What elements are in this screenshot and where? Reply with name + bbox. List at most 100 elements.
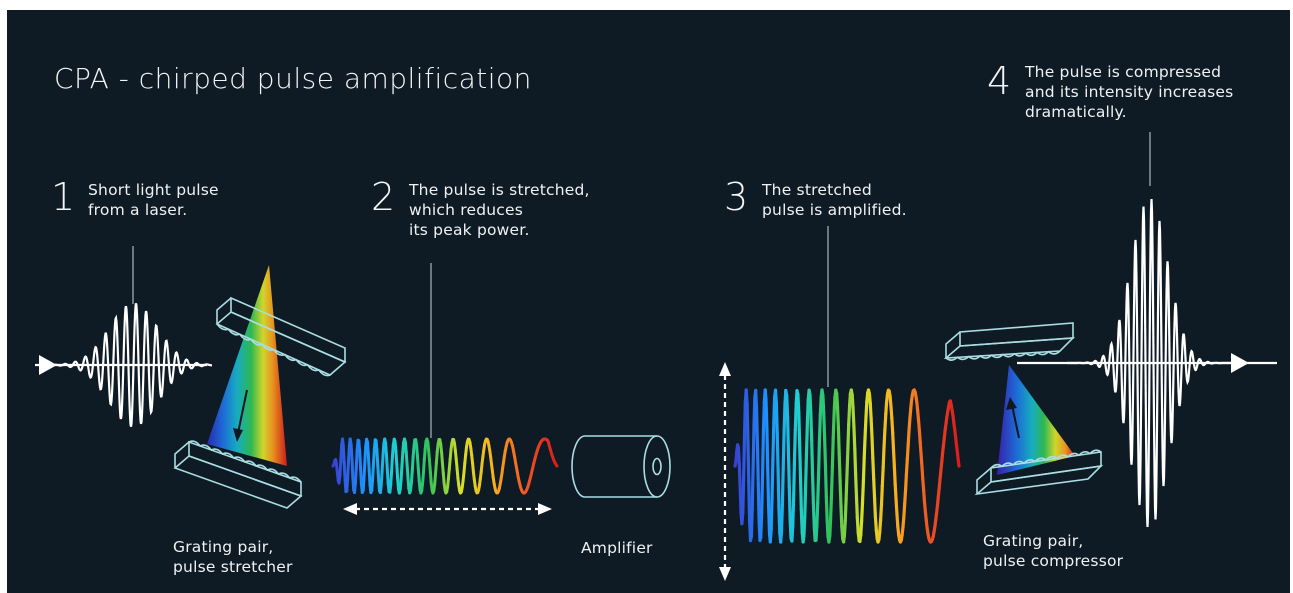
pulse-segment — [400, 451, 405, 468]
pulse-segment — [441, 471, 446, 485]
pulse-segment — [835, 391, 840, 409]
pulse-segment — [790, 525, 795, 543]
pulse-segment — [851, 405, 856, 428]
pulse-segment — [903, 487, 908, 506]
pulse-segment — [787, 485, 792, 521]
pulse-segment — [816, 471, 821, 505]
pulse-segment — [440, 450, 444, 465]
step-1-text: Short light pulse from a laser. — [88, 181, 219, 219]
pulse-segment — [921, 477, 926, 493]
pulse-segment — [763, 388, 768, 402]
pulse-segment — [872, 497, 878, 519]
pulse-segment — [782, 402, 787, 434]
stretcher-label: Grating pair, pulse stretcher — [173, 538, 293, 576]
pulse-segment — [554, 463, 559, 468]
pulse-segment — [744, 388, 749, 406]
pulse-segment — [421, 470, 425, 485]
pulse-segment — [755, 440, 760, 486]
amplification-up-arrowhead — [719, 362, 731, 376]
pulse-segment — [416, 467, 421, 483]
step-4-number: 4 — [987, 59, 1012, 103]
pulse-segment — [844, 472, 849, 501]
pulse-segment — [894, 498, 899, 517]
pulse-segment — [380, 454, 385, 473]
pulse-segment — [410, 455, 415, 472]
pulse-segment — [395, 462, 400, 480]
pulse-segment — [859, 519, 864, 537]
compressor-grating-bottom — [974, 449, 1104, 496]
pulse-segment — [766, 504, 772, 536]
stretcher-spectrum — [207, 265, 287, 466]
pulse-segment — [381, 442, 386, 458]
output-arrow-icon — [1231, 353, 1249, 373]
pulse-segment — [808, 393, 813, 415]
pulse-segment — [379, 469, 384, 487]
compressor-grating-top — [943, 322, 1076, 361]
pulse-segment — [821, 393, 826, 414]
pulse-segment — [878, 502, 884, 522]
pulse-segment — [403, 440, 408, 454]
pulse-segment — [814, 525, 819, 542]
pulse-segment — [385, 467, 390, 485]
pulse-segment — [797, 440, 803, 479]
pulse-segment — [847, 392, 853, 408]
compressor-direction-arrow — [1011, 404, 1020, 439]
pulse-segment — [815, 501, 820, 529]
pulse-segment — [917, 429, 922, 445]
pulse-segment — [374, 439, 379, 452]
pulse-segment — [839, 504, 844, 529]
pulse-segment — [434, 450, 439, 465]
pulse-segment — [405, 463, 410, 480]
pulse-segment — [907, 417, 912, 433]
pulse-segment — [447, 457, 452, 471]
pulse-segment — [742, 400, 747, 438]
pulse-segment — [754, 388, 759, 409]
pulse-segment — [798, 475, 803, 511]
step-2-text: The pulse is stretched, which reduces it… — [409, 181, 590, 239]
pulse-segment — [341, 444, 346, 464]
pulse-segment — [769, 497, 774, 531]
pulse-segment — [734, 450, 739, 464]
pulse-segment — [873, 515, 878, 532]
pulse-segment — [831, 412, 836, 440]
pulse-segment — [756, 482, 761, 523]
pulse-segment — [824, 494, 829, 523]
pulse-segment — [346, 459, 350, 481]
diagram-title: CPA - chirped pulse amplification — [54, 62, 532, 95]
pulse-segment — [825, 519, 830, 539]
pulse-segment — [765, 426, 770, 470]
pulse-segment — [836, 426, 841, 456]
pulse-segment — [774, 401, 779, 435]
pulse-segment — [884, 400, 889, 416]
pulse-segment — [868, 401, 873, 420]
pulse-segment — [746, 436, 751, 484]
pulse-segment — [781, 430, 786, 471]
pulse-segment — [835, 405, 841, 430]
pulse-segment — [339, 444, 344, 463]
pulse-segment — [338, 460, 343, 478]
pulse-segment — [918, 440, 923, 457]
pulse-segment — [916, 418, 922, 433]
pulse-segment — [828, 493, 834, 521]
pulse-segment — [752, 396, 757, 428]
diagram-panel: CPA - chirped pulse amplification 1 Shor… — [7, 10, 1290, 593]
pulse-segment — [816, 440, 822, 475]
step-1-number: 1 — [51, 175, 76, 219]
pulse-segment — [390, 443, 395, 459]
pulse-segment — [840, 524, 845, 541]
pulse-segment — [361, 477, 366, 492]
pulse-segment — [853, 472, 859, 499]
pulse-segment — [737, 461, 742, 490]
pulse-segment — [891, 448, 897, 469]
pulse-segment — [920, 465, 925, 481]
pulse-segment — [829, 464, 835, 497]
pulse-segment — [738, 486, 743, 515]
pulse-segment — [817, 413, 822, 444]
amplifier-label: Amplifier — [581, 539, 653, 557]
pulse-segment — [802, 514, 807, 538]
pulse-segment — [889, 403, 894, 420]
pulse-segment — [846, 422, 851, 450]
pulse-segment — [904, 457, 909, 477]
pulse-segment — [838, 479, 843, 509]
pulse-segment — [415, 444, 419, 458]
